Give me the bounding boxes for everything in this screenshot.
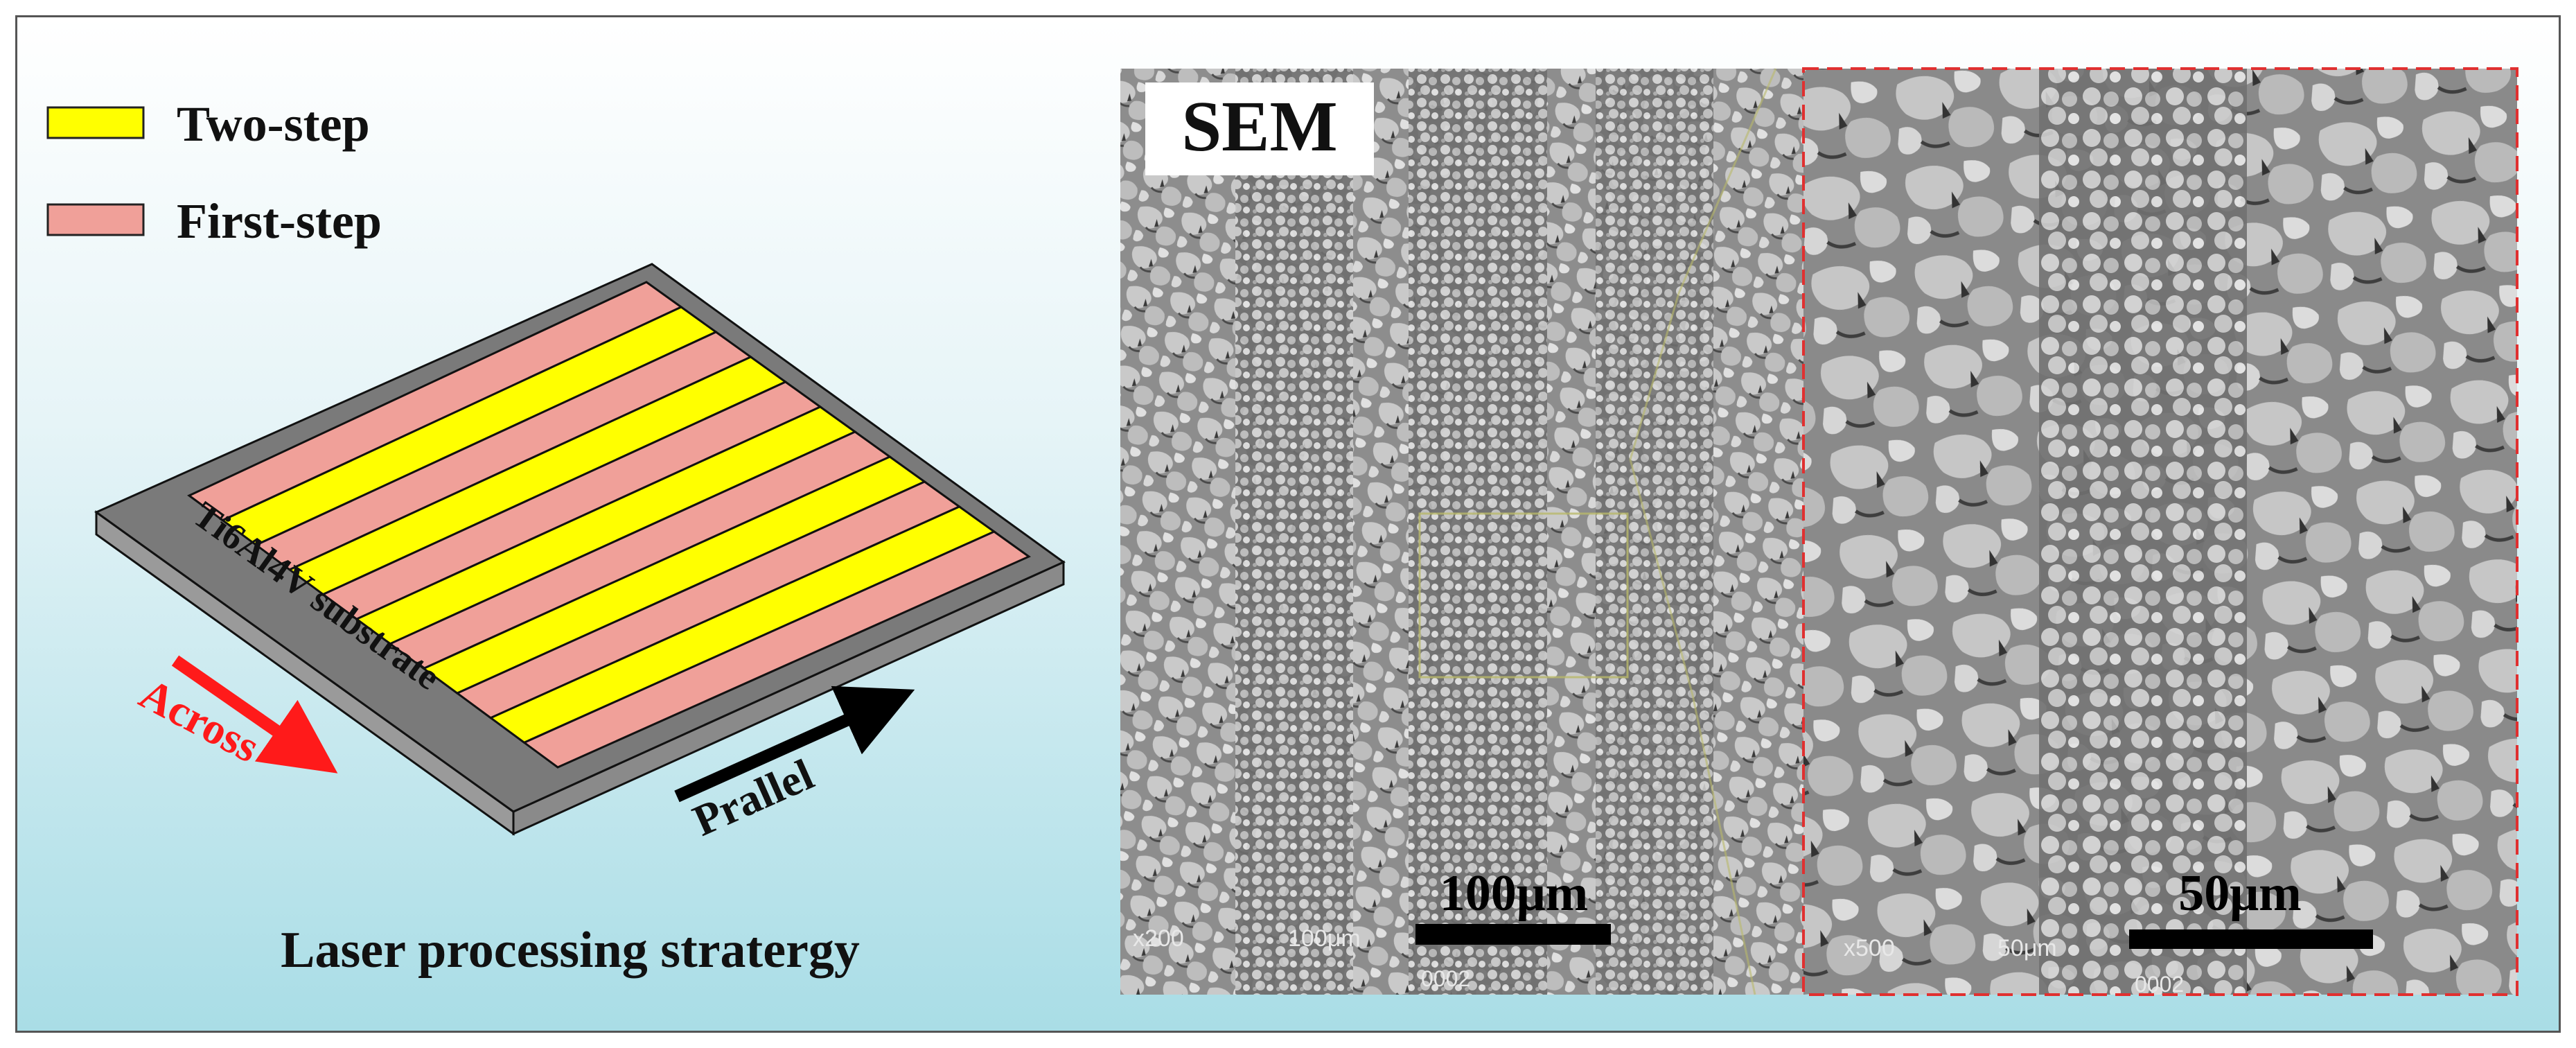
laser-stripes	[187, 281, 1031, 769]
legend-swatch-first-step	[46, 203, 145, 236]
sem-right-overlay-scale: 50μm	[1997, 935, 2057, 961]
sem-badge: SEM	[1181, 87, 1337, 166]
sem-left-scale-bar	[1415, 924, 1611, 945]
sem-zoom-box	[1802, 67, 2518, 996]
sem-right-scale-label: 50μm	[2178, 865, 2302, 922]
legend-label-first-step: First-step	[177, 193, 382, 249]
sem-left-overlay-scale: 100μm	[1288, 925, 1361, 952]
sem-right-overlay-mag: x500	[1844, 935, 1895, 961]
legend: Two-step First-step	[46, 96, 382, 249]
legend-swatch-two-step	[46, 106, 145, 139]
sem-selection-box	[1418, 512, 1629, 679]
diagram-caption: Laser processing stratergy	[281, 922, 860, 979]
sem-right-panel	[1802, 67, 2518, 996]
sem-left-overlay-id: 0002	[1421, 966, 1470, 991]
grain-boundary-line	[1629, 68, 1777, 995]
across-arrow	[171, 655, 338, 774]
sem-left-overlay-mag: x200	[1133, 925, 1184, 952]
sem-badge-bg	[1145, 82, 1374, 175]
sem-left-scale-label: 100μm	[1440, 865, 1589, 922]
first-step-stripe	[522, 530, 1031, 769]
parallel-arrow	[674, 685, 915, 803]
figure-frame: Two-step First-step Ti6Al4V substrate Ac…	[15, 15, 2561, 1033]
figure-canvas: Two-step First-step Ti6Al4V substrate Ac…	[46, 67, 2518, 997]
sem-right-scale-bar	[2129, 929, 2373, 949]
sem-left-panel	[1120, 68, 1803, 995]
sem-right-overlay-id: 0002	[2135, 972, 2184, 997]
legend-label-two-step: Two-step	[177, 96, 370, 152]
